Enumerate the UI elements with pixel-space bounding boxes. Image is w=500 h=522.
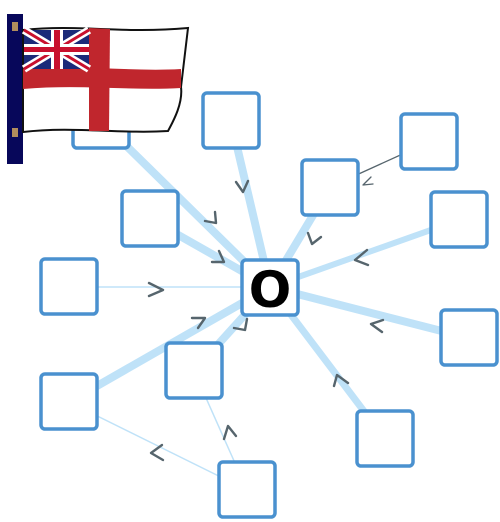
arrow-bottom-right-edge — [332, 373, 350, 388]
arrow-left-edge — [147, 281, 165, 298]
node-lower-left — [39, 372, 99, 431]
node-upper-middle — [300, 158, 360, 217]
node-center — [240, 258, 300, 317]
arrow-right-lower-edge — [369, 318, 385, 334]
center-node-label: O — [249, 261, 292, 319]
node-right-lower — [439, 308, 499, 367]
node-upper-left — [120, 189, 180, 248]
edge-arrows — [147, 176, 385, 462]
flag-red-cross-horizontal — [23, 67, 181, 89]
edge-right-lower-to-center — [266, 283, 473, 342]
white-ensign-flag-icon — [7, 14, 190, 164]
arrow-right-upper-edge — [353, 248, 370, 267]
arrow-top-edge — [234, 179, 250, 194]
union-jack-canton — [21, 26, 92, 73]
node-top — [201, 91, 261, 150]
arrow-upper-left-edge — [210, 249, 226, 264]
arrow-upper-middle-edge — [306, 231, 323, 246]
flag-pole — [7, 14, 23, 164]
arrow-lower-middle-edge — [232, 317, 249, 332]
node-bottom-right — [355, 409, 415, 468]
node-top-right — [399, 112, 459, 171]
node-left — [39, 257, 99, 316]
edge-top-left-to-center — [97, 117, 274, 291]
flag-pole-ring-top — [12, 22, 18, 31]
arrow-top-left-edge — [203, 210, 218, 225]
node-bottom — [217, 460, 277, 519]
node-right-upper — [429, 190, 489, 249]
arrow-lower-left-edge — [190, 316, 207, 330]
node-lower-middle — [164, 341, 224, 400]
arrow-bottom-to-lower-middle — [222, 424, 238, 441]
arrow-top-right-edge — [362, 176, 374, 186]
flag-pole-ring-bottom — [12, 128, 18, 137]
arrow-bottom-to-lower-left — [149, 443, 165, 462]
